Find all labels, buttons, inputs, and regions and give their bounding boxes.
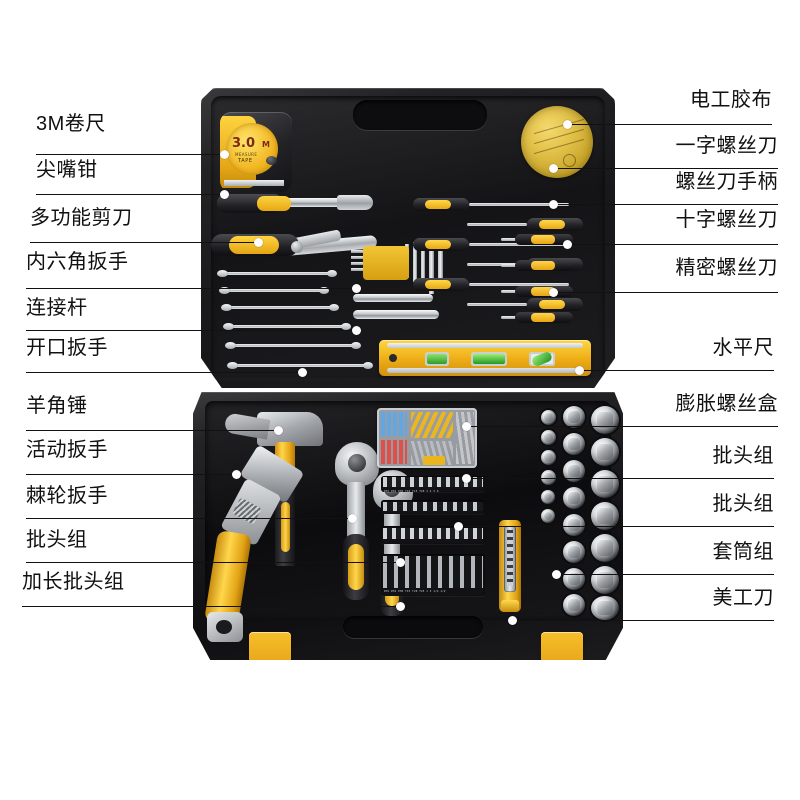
callout-dot-spirit-level <box>575 366 584 375</box>
callout-leader-socket-set <box>560 574 774 575</box>
callout-leader-bit-set-b <box>462 526 774 527</box>
tape-brand-line-1: MEASURE <box>235 152 258 157</box>
callout-dot-phillips-screwdriver <box>563 240 572 249</box>
callout-label-electrical-tape: 电工胶布 <box>690 89 772 111</box>
callout-dot-bit-set-b <box>454 522 463 531</box>
ratchet-wrench <box>333 442 381 602</box>
callout-dot-flathead-screwdriver <box>549 164 558 173</box>
callout-label-open-end-wrench: 开口扳手 <box>26 337 108 359</box>
callout-label-bit-set-short: 批头组 <box>26 529 88 551</box>
callout-label-wall-anchor-screw-box: 膨胀螺丝盒 <box>675 393 778 415</box>
callout-leader-needle-nose-pliers <box>36 194 228 195</box>
callout-leader-electrical-tape <box>570 124 772 125</box>
tape-length-text: 3.0 <box>232 136 256 151</box>
callout-leader-spirit-level <box>582 370 774 371</box>
callout-leader-screwdriver-handle <box>556 204 778 205</box>
callout-label-spirit-level: 水平尺 <box>712 337 774 359</box>
open-end-wrench-set <box>215 270 383 378</box>
needle-nose-pliers <box>217 192 373 214</box>
callout-leader-bit-set-a <box>470 478 774 479</box>
callout-label-bit-set-b: 批头组 <box>712 493 774 515</box>
callout-label-bit-set-a: 批头组 <box>712 445 774 467</box>
callout-dot-ratchet-wrench <box>348 514 357 523</box>
callout-label-phillips-screwdriver: 十字螺丝刀 <box>675 209 778 231</box>
spirit-level <box>379 340 591 376</box>
tool-case-lid: 3.0 M MEASURE TAPE <box>201 88 615 388</box>
tool-case-base: PH1 PH2 PH3 T10 T15 T20 3 4 5 6 PH1 PH2 … <box>193 392 623 660</box>
callout-leader-phillips-screwdriver <box>570 244 778 245</box>
callout-dot-extension-bar <box>352 326 361 335</box>
bit-size-labels: PH1 PH2 PH3 T10 T15 T20 3 4 5 6 <box>384 490 439 493</box>
callout-label-extension-bar: 连接杆 <box>26 297 88 319</box>
callout-dot-wall-anchor-screw-box <box>462 422 471 431</box>
callout-label-adjustable-wrench: 活动扳手 <box>26 439 108 461</box>
callout-dot-bit-set-short <box>396 558 405 567</box>
callout-label-hex-key-wrench-set: 内六角扳手 <box>26 251 129 273</box>
callout-label-bit-set-extended: 加长批头组 <box>22 571 125 593</box>
tape-measure: 3.0 M MEASURE TAPE <box>220 112 292 192</box>
tape-unit-text: M <box>262 140 270 149</box>
utility-knife <box>495 520 527 614</box>
callout-leader-open-end-wrench <box>26 372 306 373</box>
callout-leader-claw-hammer <box>26 430 282 431</box>
callout-dot-screwdriver-handle <box>549 200 558 209</box>
level-vial <box>529 350 555 368</box>
callout-leader-flathead-screwdriver <box>556 168 778 169</box>
callout-dot-socket-set <box>552 570 561 579</box>
callout-leader-adjustable-wrench <box>26 474 240 475</box>
callout-dot-bit-set-extended <box>396 602 405 611</box>
callout-leader-ratchet-wrench <box>26 518 356 519</box>
callout-label-multi-purpose-shears: 多功能剪刀 <box>30 207 133 229</box>
wall-anchor-screw-box <box>377 408 477 468</box>
callout-label-tape-measure: 3M卷尺 <box>36 113 106 135</box>
callout-dot-electrical-tape <box>563 120 572 129</box>
callout-label-ratchet-wrench: 棘轮扳手 <box>26 485 108 507</box>
callout-label-precision-screwdriver: 精密螺丝刀 <box>675 257 778 279</box>
bit-set-group: PH1 PH2 PH3 T10 T15 T20 3 4 5 6 PH1 PH2 … <box>381 476 485 608</box>
callout-label-utility-knife: 美工刀 <box>712 587 774 609</box>
callout-dot-adjustable-wrench <box>232 470 241 479</box>
callout-dot-claw-hammer <box>274 426 283 435</box>
socket-set <box>541 406 619 620</box>
callout-leader-bit-set-extended <box>22 606 404 607</box>
hex-key-wrench-set <box>349 240 459 298</box>
level-vial <box>471 352 507 366</box>
callout-dot-hex-key-wrench-set <box>352 284 361 293</box>
callout-dot-multi-purpose-shears <box>254 238 263 247</box>
tape-brand-line-2: TAPE <box>238 158 253 164</box>
case-latch[interactable] <box>249 632 291 660</box>
callout-dot-needle-nose-pliers <box>220 190 229 199</box>
callout-dot-precision-screwdriver <box>549 288 558 297</box>
adjustable-wrench <box>204 444 317 642</box>
bit-size-labels: PH1 PH2 PH3 T15 T20 T25 1 5 1/4 1/2 <box>384 590 446 593</box>
callout-leader-precision-screwdriver <box>556 292 778 293</box>
callout-dot-tape-measure <box>220 150 229 159</box>
callout-leader-bit-set-short <box>26 562 404 563</box>
callout-leader-multi-purpose-shears <box>30 242 262 243</box>
callout-dot-utility-knife <box>508 616 517 625</box>
callout-leader-tape-measure <box>36 154 228 155</box>
callout-label-screwdriver-handle: 螺丝刀手柄 <box>675 171 778 193</box>
callout-leader-extension-bar <box>26 330 360 331</box>
callout-label-socket-set: 套筒组 <box>712 541 774 563</box>
callout-leader-hex-key-wrench-set <box>26 288 360 289</box>
callout-leader-wall-anchor-screw-box <box>470 426 778 427</box>
level-vial <box>425 352 449 366</box>
lid-recess-handle <box>353 100 487 130</box>
case-latch[interactable] <box>541 632 583 660</box>
callout-label-needle-nose-pliers: 尖嘴钳 <box>36 159 98 181</box>
callout-label-claw-hammer: 羊角锤 <box>26 395 88 417</box>
callout-dot-open-end-wrench <box>298 368 307 377</box>
callout-label-flathead-screwdriver: 一字螺丝刀 <box>675 135 778 157</box>
callout-dot-bit-set-a <box>462 474 471 483</box>
base-recess-handle <box>343 616 483 638</box>
callout-leader-utility-knife <box>516 620 774 621</box>
